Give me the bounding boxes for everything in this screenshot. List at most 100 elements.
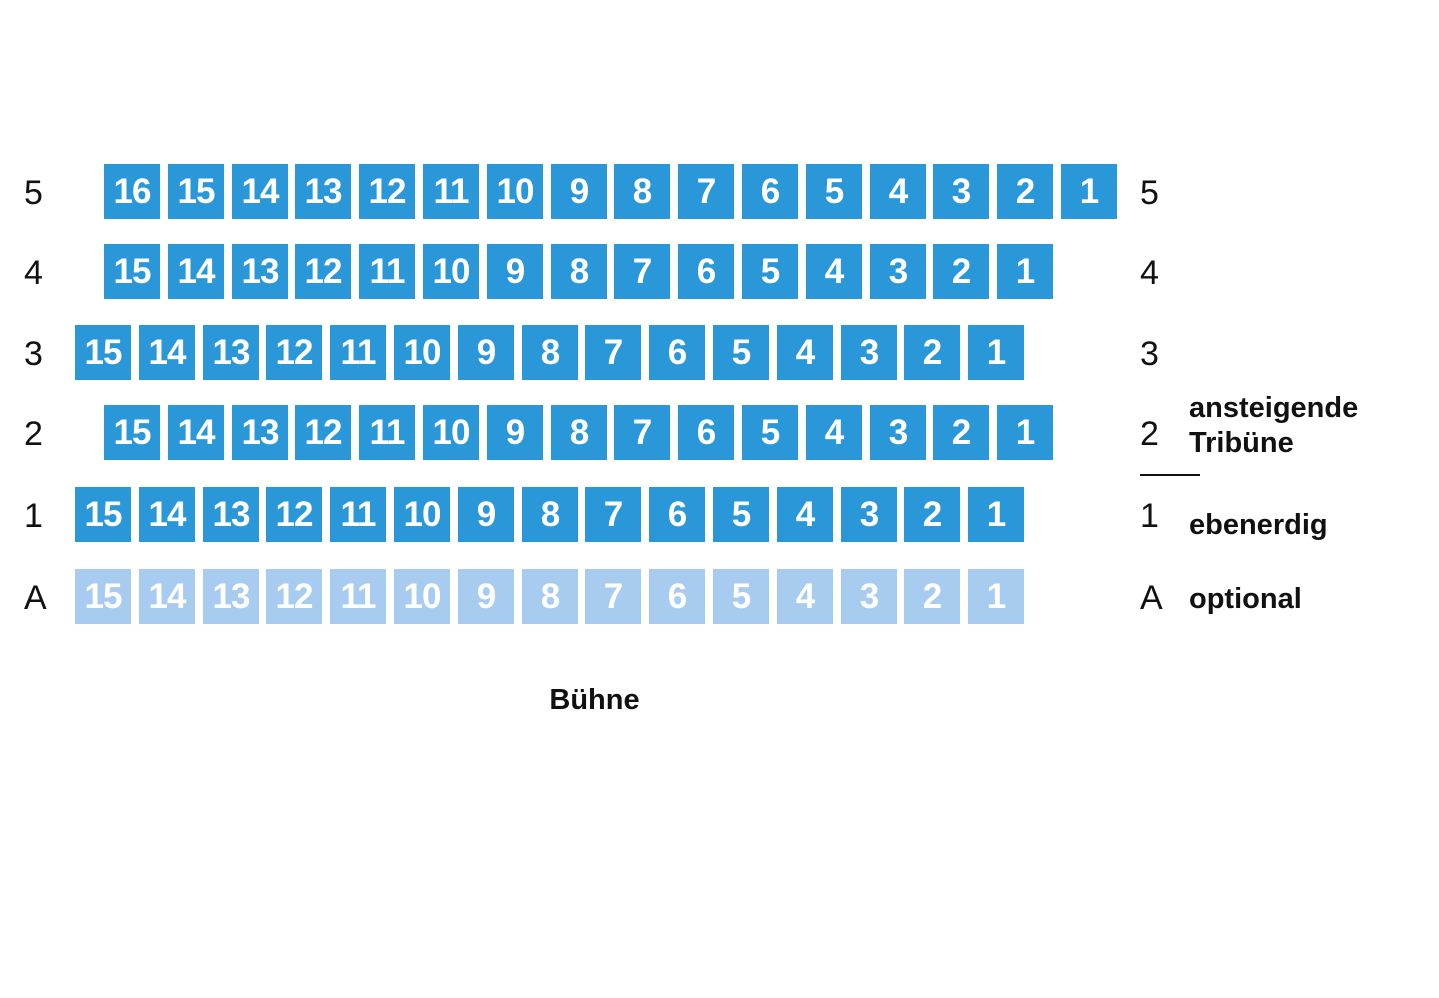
seat[interactable]: 15	[75, 325, 131, 380]
seat[interactable]: 14	[168, 244, 224, 299]
seat[interactable]: 12	[266, 325, 322, 380]
seat[interactable]: 8	[522, 325, 578, 380]
seat[interactable]: 1	[968, 569, 1024, 624]
seat[interactable]: 15	[104, 405, 160, 460]
seat[interactable]: 4	[777, 325, 833, 380]
seat[interactable]: 2	[933, 244, 989, 299]
seat[interactable]: 14	[139, 487, 195, 542]
seat[interactable]: 3	[841, 569, 897, 624]
seat[interactable]: 7	[585, 487, 641, 542]
seat[interactable]: 9	[458, 487, 514, 542]
seat[interactable]: 3	[933, 164, 989, 219]
seat[interactable]: 13	[203, 325, 259, 380]
seat[interactable]: 13	[295, 164, 351, 219]
seat[interactable]: 4	[806, 244, 862, 299]
seat[interactable]: 11	[330, 325, 386, 380]
seat[interactable]: 15	[75, 487, 131, 542]
seat[interactable]: 2	[933, 405, 989, 460]
seat[interactable]: 9	[487, 405, 543, 460]
seat[interactable]: 10	[394, 487, 450, 542]
seat[interactable]: 1	[1061, 164, 1117, 219]
seat[interactable]: 10	[423, 405, 479, 460]
seat[interactable]: 13	[203, 487, 259, 542]
seat[interactable]: 11	[330, 487, 386, 542]
seat[interactable]: 9	[458, 325, 514, 380]
seat[interactable]: 15	[168, 164, 224, 219]
row-label-left: 2	[24, 415, 43, 453]
seat[interactable]: 2	[997, 164, 1053, 219]
seat[interactable]: 8	[551, 405, 607, 460]
seat[interactable]: 8	[614, 164, 670, 219]
seat[interactable]: 2	[904, 487, 960, 542]
row-label-left: 1	[24, 497, 43, 535]
seat[interactable]: 5	[742, 405, 798, 460]
seat[interactable]: 11	[359, 244, 415, 299]
seat[interactable]: 1	[968, 487, 1024, 542]
seat[interactable]: 6	[678, 244, 734, 299]
seat[interactable]: 12	[295, 405, 351, 460]
seat[interactable]: 12	[266, 569, 322, 624]
seat[interactable]: 2	[904, 569, 960, 624]
row-label-left: 4	[24, 254, 43, 292]
seat[interactable]: 14	[139, 325, 195, 380]
seat[interactable]: 6	[649, 487, 705, 542]
row-label-left: A	[24, 579, 47, 617]
seat[interactable]: 6	[678, 405, 734, 460]
seat[interactable]: 7	[585, 569, 641, 624]
seat[interactable]: 10	[487, 164, 543, 219]
seat[interactable]: 2	[904, 325, 960, 380]
row-label-right: 5	[1140, 174, 1159, 212]
seat[interactable]: 8	[551, 244, 607, 299]
seat[interactable]: 1	[997, 244, 1053, 299]
seat[interactable]: 9	[551, 164, 607, 219]
seat[interactable]: 13	[232, 405, 288, 460]
seat[interactable]: 10	[394, 569, 450, 624]
seat[interactable]: 4	[806, 405, 862, 460]
seat[interactable]: 16	[104, 164, 160, 219]
seat[interactable]: 11	[359, 405, 415, 460]
seat[interactable]: 11	[423, 164, 479, 219]
seat[interactable]: 7	[614, 405, 670, 460]
seat[interactable]: 9	[458, 569, 514, 624]
seat[interactable]: 1	[968, 325, 1024, 380]
seat[interactable]: 4	[777, 487, 833, 542]
seat[interactable]: 13	[203, 569, 259, 624]
seat[interactable]: 14	[232, 164, 288, 219]
seat[interactable]: 12	[295, 244, 351, 299]
seat[interactable]: 5	[713, 487, 769, 542]
row-label-right: A	[1140, 579, 1163, 617]
seat[interactable]: 14	[139, 569, 195, 624]
seat[interactable]: 10	[423, 244, 479, 299]
seat[interactable]: 7	[678, 164, 734, 219]
seat[interactable]: 8	[522, 569, 578, 624]
seat[interactable]: 5	[713, 569, 769, 624]
seat[interactable]: 5	[713, 325, 769, 380]
seat[interactable]: 6	[649, 569, 705, 624]
seat[interactable]: 7	[614, 244, 670, 299]
row-label-left: 5	[24, 174, 43, 212]
seat[interactable]: 7	[585, 325, 641, 380]
seat[interactable]: 11	[330, 569, 386, 624]
seat[interactable]: 3	[841, 325, 897, 380]
seat[interactable]: 3	[841, 487, 897, 542]
seat[interactable]: 3	[870, 405, 926, 460]
seat[interactable]: 5	[806, 164, 862, 219]
seat[interactable]: 10	[394, 325, 450, 380]
legend-divider	[1140, 474, 1200, 476]
seat[interactable]: 15	[75, 569, 131, 624]
seat[interactable]: 14	[168, 405, 224, 460]
seat[interactable]: 12	[359, 164, 415, 219]
seat[interactable]: 4	[870, 164, 926, 219]
seat[interactable]: 3	[870, 244, 926, 299]
seat[interactable]: 13	[232, 244, 288, 299]
seat[interactable]: 6	[649, 325, 705, 380]
seat[interactable]: 1	[997, 405, 1053, 460]
seat[interactable]: 12	[266, 487, 322, 542]
seat[interactable]: 15	[104, 244, 160, 299]
seat[interactable]: 6	[742, 164, 798, 219]
seat[interactable]: 5	[742, 244, 798, 299]
seat[interactable]: 8	[522, 487, 578, 542]
seat[interactable]: 4	[777, 569, 833, 624]
seat[interactable]: 9	[487, 244, 543, 299]
stage-label: Bühne	[549, 684, 640, 716]
